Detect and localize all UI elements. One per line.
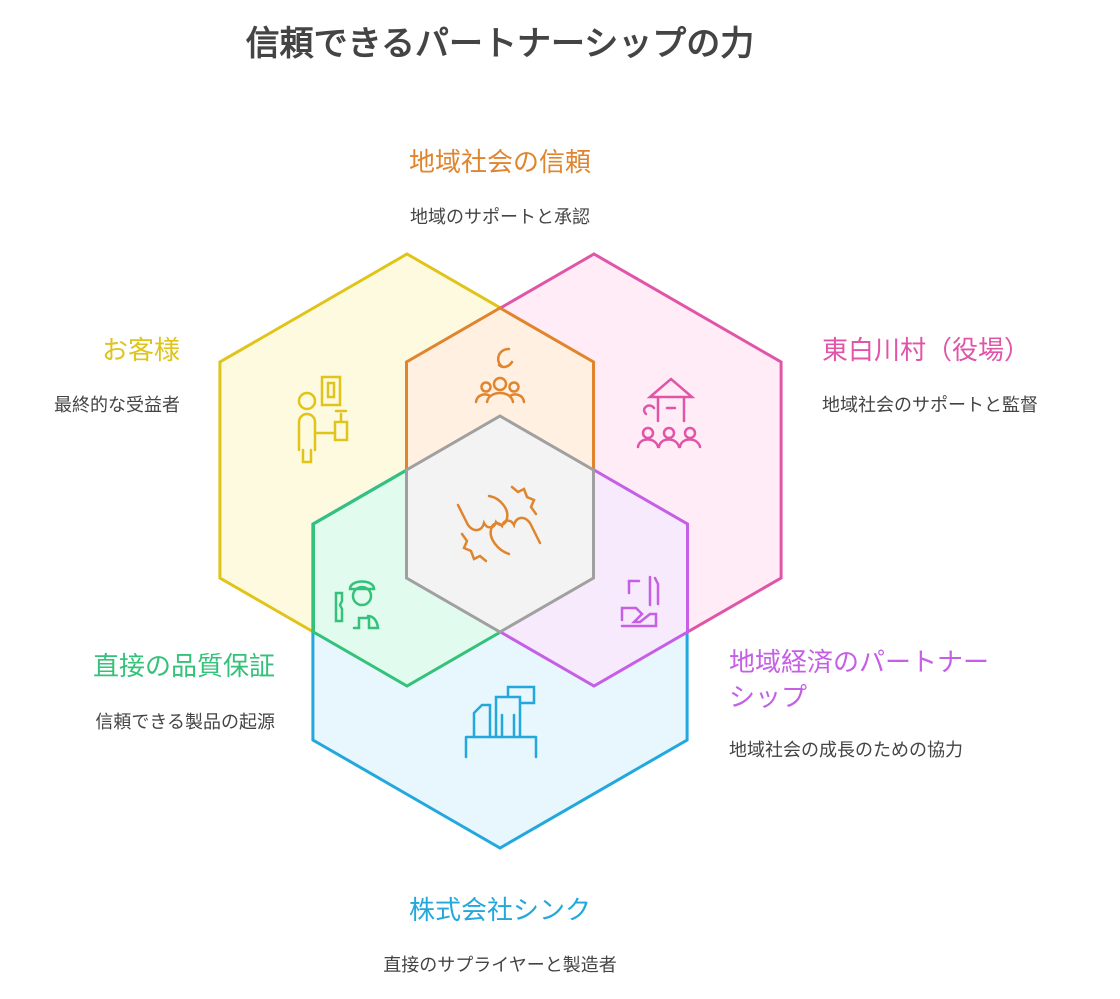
community-trust-desc: 地域のサポートと承認 — [410, 207, 590, 228]
community-trust-title: 地域社会の信頼 — [408, 148, 591, 178]
community-support-icon — [474, 347, 526, 404]
page-title: 信頼できるパートナーシップの力 — [245, 24, 755, 64]
factory-icon — [464, 685, 538, 759]
customer-icon — [297, 375, 349, 464]
village-office-icon — [636, 377, 702, 449]
quality-title: 直接の品質保証 — [92, 652, 275, 682]
customers-desc: 最終的な受益者 — [54, 395, 180, 416]
economy-title: 地域経済のパートナーシップ — [729, 648, 990, 713]
customers-title: お客様 — [101, 336, 180, 366]
economy-desc: 地域社会の成長のための協力 — [729, 740, 963, 761]
quality-desc: 信頼できる製品の起源 — [95, 712, 275, 733]
think-desc: 直接のサプライヤーと製造者 — [383, 955, 617, 976]
village-title: 東白川村（役場） — [822, 336, 1031, 366]
farmer-icon — [334, 580, 380, 630]
village-desc: 地域社会のサポートと監督 — [822, 395, 1038, 416]
handshake-icon — [620, 575, 660, 628]
think-title: 株式会社シンク — [408, 896, 591, 926]
fist-bump-icon — [456, 485, 542, 563]
